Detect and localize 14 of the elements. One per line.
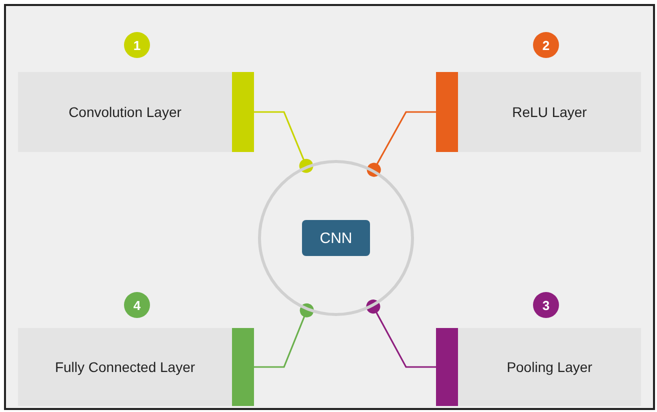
number-badge: 3 bbox=[533, 292, 559, 318]
hub-circle bbox=[258, 160, 414, 316]
number-badge: 1 bbox=[124, 32, 150, 58]
center-box: CNN bbox=[302, 220, 370, 256]
connector-line bbox=[254, 303, 314, 368]
connector-line bbox=[366, 111, 436, 177]
number-badge: 4 bbox=[124, 292, 150, 318]
number-badge: 2 bbox=[533, 32, 559, 58]
layer-box: ReLU Layer bbox=[436, 72, 641, 152]
layer-box: Pooling Layer bbox=[436, 328, 641, 406]
connector-line bbox=[366, 300, 436, 368]
connector-line bbox=[254, 111, 314, 173]
layer-box: Fully Connected Layer bbox=[18, 328, 254, 406]
layer-box: Convolution Layer bbox=[18, 72, 254, 152]
